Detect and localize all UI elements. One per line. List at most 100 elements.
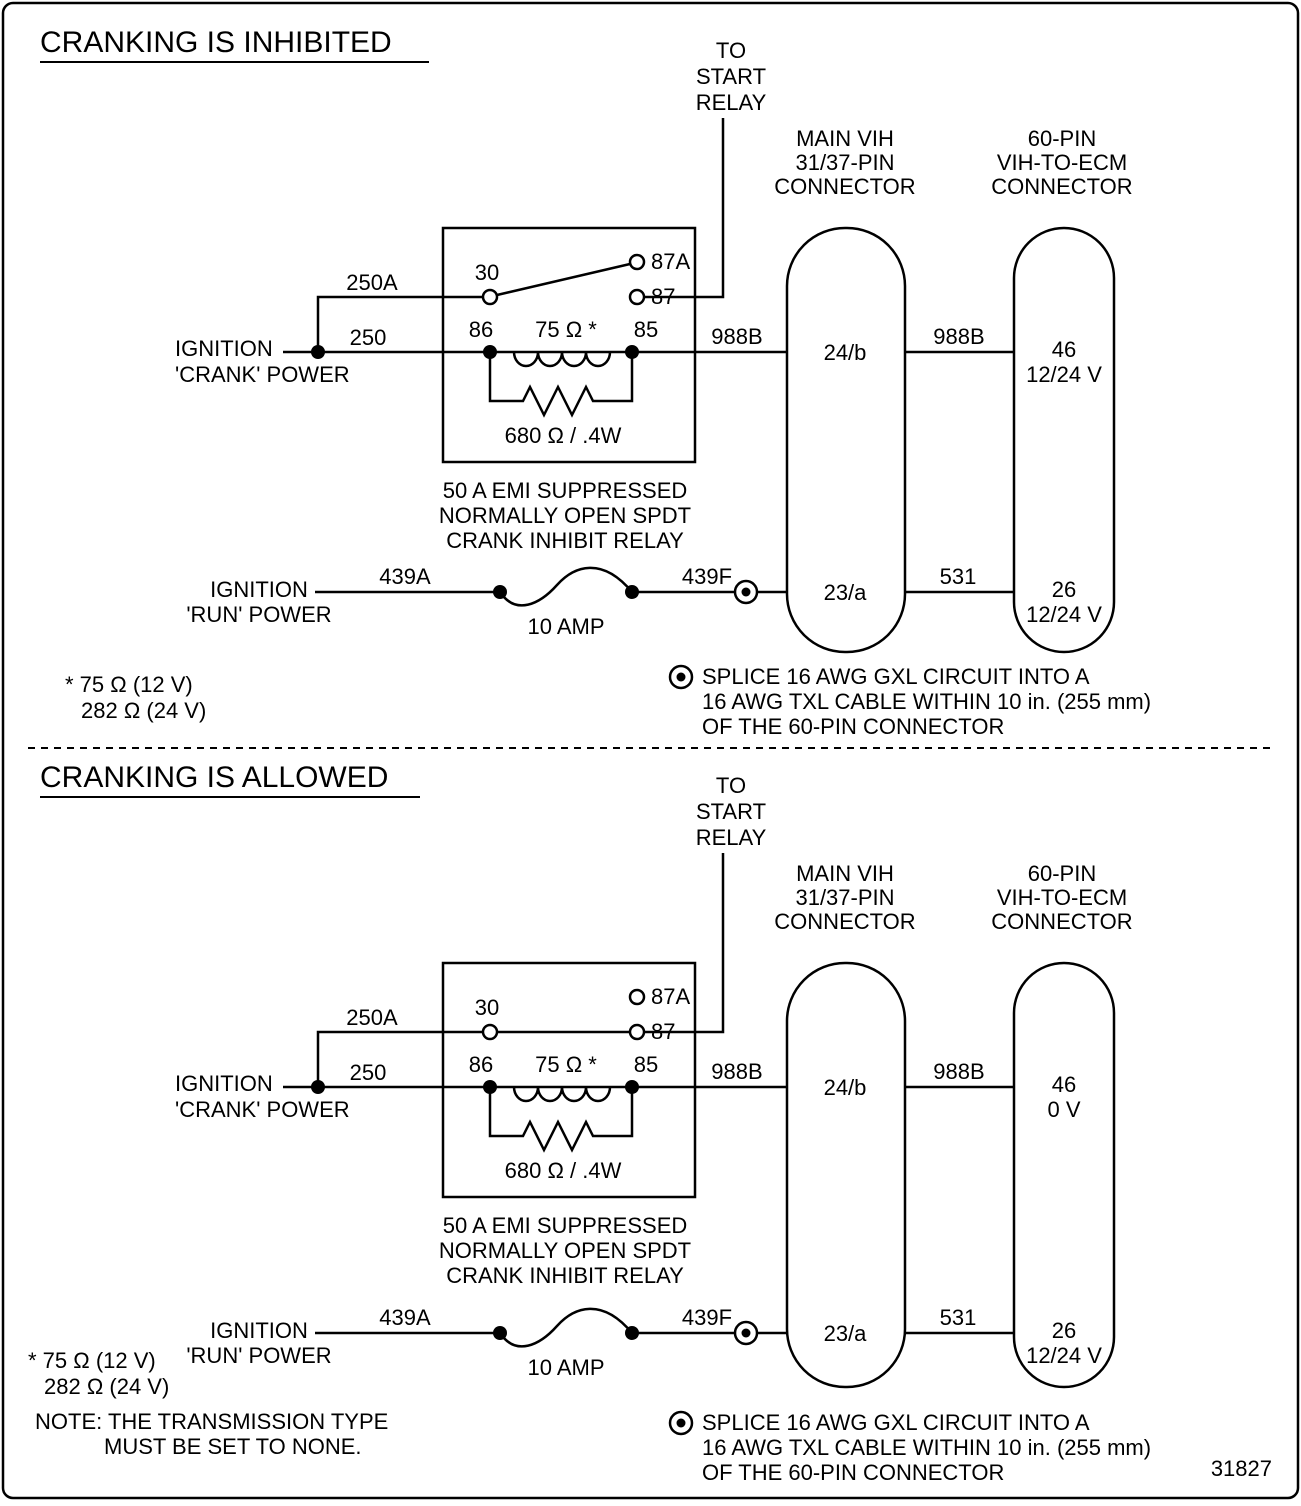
main-vih-connector-label: MAIN VIH 31/37-PIN CONNECTOR bbox=[774, 126, 915, 199]
fuse-rating-label: 10 AMP bbox=[527, 614, 604, 639]
splice-note-line: 16 AWG TXL CABLE WITHIN 10 in. (255 mm) bbox=[702, 1435, 1151, 1460]
connector-label-line: 31/37-PIN bbox=[795, 150, 894, 175]
main-pin-23a-label: 23/a bbox=[824, 580, 868, 605]
relay-coil bbox=[512, 351, 612, 368]
ecm-pin-26-voltage: 12/24 V bbox=[1026, 1343, 1102, 1368]
resistance-footnote: 282 Ω (24 V) bbox=[81, 698, 206, 723]
connector-label-line: CONNECTOR bbox=[991, 909, 1132, 934]
relay-box bbox=[441, 961, 697, 1199]
wire-250a bbox=[316, 1030, 483, 1087]
relay-caption-line: 50 A EMI SUPPRESSED bbox=[443, 1213, 688, 1238]
wire-to-start-relay bbox=[644, 118, 725, 299]
terminal-87-circle bbox=[628, 288, 646, 306]
ignition-run-label: IGNITION bbox=[210, 1318, 308, 1343]
main-vih-connector bbox=[785, 961, 907, 1389]
drawing-number: 31827 bbox=[1211, 1456, 1272, 1481]
terminal-87a-circle bbox=[628, 988, 646, 1006]
coil-value-label: 75 Ω * bbox=[535, 317, 597, 342]
section-cranking-inhibited: CRANKING IS INHIBITED TO STAR bbox=[40, 26, 1151, 739]
main-pin-24b-label: 24/b bbox=[824, 340, 867, 365]
connector-label-line: CONNECTOR bbox=[774, 174, 915, 199]
resistor-value-label: 680 Ω / .4W bbox=[505, 423, 622, 448]
connector-label-line: MAIN VIH bbox=[796, 861, 894, 886]
suppression-resistor bbox=[488, 1087, 634, 1153]
splice-note-line: 16 AWG TXL CABLE WITHIN 10 in. (255 mm) bbox=[702, 689, 1151, 714]
terminal-86-label: 86 bbox=[469, 317, 493, 342]
splice-legend: SPLICE 16 AWG GXL CIRCUIT INTO A 16 AWG … bbox=[668, 1410, 1151, 1485]
splice-note-line: SPLICE 16 AWG GXL CIRCUIT INTO A bbox=[702, 1410, 1090, 1435]
connector-label-line: MAIN VIH bbox=[796, 126, 894, 151]
fuse-dot-left bbox=[493, 1326, 507, 1340]
relay-caption-line: CRANK INHIBIT RELAY bbox=[446, 528, 684, 553]
terminal-85-dot bbox=[625, 1080, 639, 1094]
transmission-note: NOTE: THE TRANSMISSION TYPE bbox=[35, 1409, 388, 1434]
splice-icon-center bbox=[741, 587, 751, 597]
ecm-pin-46-label: 46 bbox=[1052, 1072, 1076, 1097]
wire-250a bbox=[316, 295, 483, 352]
connector-label-line: 31/37-PIN bbox=[795, 885, 894, 910]
connector-label-line: 60-PIN bbox=[1028, 126, 1096, 151]
main-vih-connector-label: MAIN VIH 31/37-PIN CONNECTOR bbox=[774, 861, 915, 934]
connector-label-line: CONNECTOR bbox=[991, 174, 1132, 199]
resistor-value-label: 680 Ω / .4W bbox=[505, 1158, 622, 1183]
terminal-30-circle bbox=[481, 288, 499, 306]
terminal-30-circle bbox=[481, 1023, 499, 1041]
ecm-connector-label: 60-PIN VIH-TO-ECM CONNECTOR bbox=[991, 861, 1132, 934]
to-start-relay-line: RELAY bbox=[696, 825, 767, 850]
resistance-footnote: * 75 Ω (12 V) bbox=[65, 672, 193, 697]
terminal-30-label: 30 bbox=[475, 260, 499, 285]
wire-439a-label: 439A bbox=[379, 564, 431, 589]
terminal-86-label: 86 bbox=[469, 1052, 493, 1077]
ecm-pin-46-voltage: 0 V bbox=[1047, 1097, 1080, 1122]
ecm-connector-label: 60-PIN VIH-TO-ECM CONNECTOR bbox=[991, 126, 1132, 199]
fuse-symbol bbox=[498, 1307, 633, 1348]
splice-note-line: SPLICE 16 AWG GXL CIRCUIT INTO A bbox=[702, 664, 1090, 689]
ecm-pin-26-voltage: 12/24 V bbox=[1026, 602, 1102, 627]
splice-note-line: OF THE 60-PIN CONNECTOR bbox=[702, 1460, 1004, 1485]
ecm-pin-26-label: 26 bbox=[1052, 1318, 1076, 1343]
fuse-dot-left bbox=[493, 585, 507, 599]
relay-caption-line: 50 A EMI SUPPRESSED bbox=[443, 478, 688, 503]
relay-contact-blade bbox=[496, 262, 631, 297]
section-cranking-allowed: CRANKING IS ALLOWED TO START RELAY bbox=[28, 761, 1151, 1485]
to-start-relay-line: START bbox=[696, 64, 766, 89]
terminal-87-label: 87 bbox=[651, 284, 675, 309]
section-title: CRANKING IS INHIBITED bbox=[40, 26, 392, 59]
ecm-pin-46-voltage: 12/24 V bbox=[1026, 362, 1102, 387]
resistance-footnote: * 75 Ω (12 V) bbox=[28, 1348, 156, 1373]
splice-note-line: OF THE 60-PIN CONNECTOR bbox=[702, 714, 1004, 739]
fuse-dot-right bbox=[625, 1326, 639, 1340]
to-start-relay-line: TO bbox=[716, 773, 746, 798]
section-title: CRANKING IS ALLOWED bbox=[40, 761, 388, 794]
ignition-crank-label: IGNITION bbox=[175, 336, 273, 361]
terminal-87a-label: 87A bbox=[651, 984, 690, 1009]
wire-531-label: 531 bbox=[940, 564, 977, 589]
wire-250-label: 250 bbox=[350, 1060, 387, 1085]
to-start-relay-line: TO bbox=[716, 38, 746, 63]
connector-label-line: VIH-TO-ECM bbox=[997, 150, 1127, 175]
junction-dot bbox=[311, 345, 325, 359]
terminal-87-circle bbox=[628, 1023, 646, 1041]
wire-531-label: 531 bbox=[940, 1305, 977, 1330]
splice-icon-center bbox=[676, 1418, 686, 1428]
relay-caption: 50 A EMI SUPPRESSED NORMALLY OPEN SPDT C… bbox=[439, 478, 691, 553]
relay-caption: 50 A EMI SUPPRESSED NORMALLY OPEN SPDT C… bbox=[439, 1213, 691, 1288]
splice-icon-center bbox=[741, 1328, 751, 1338]
terminal-30-label: 30 bbox=[475, 995, 499, 1020]
ecm-pin-26-label: 26 bbox=[1052, 577, 1076, 602]
relay-box bbox=[441, 226, 697, 464]
connector-label-line: CONNECTOR bbox=[774, 909, 915, 934]
relay-caption-line: CRANK INHIBIT RELAY bbox=[446, 1263, 684, 1288]
wire-to-start-relay bbox=[644, 853, 725, 1034]
ignition-run-label: IGNITION bbox=[210, 577, 308, 602]
junction-dot bbox=[311, 1080, 325, 1094]
relay-caption-line: NORMALLY OPEN SPDT bbox=[439, 1238, 691, 1263]
wire-439f-label: 439F bbox=[682, 564, 732, 589]
fuse-symbol bbox=[498, 566, 633, 607]
terminal-85-label: 85 bbox=[634, 1052, 658, 1077]
terminal-86-dot bbox=[483, 1080, 497, 1094]
suppression-resistor bbox=[488, 352, 634, 418]
main-pin-23a-label: 23/a bbox=[824, 1321, 868, 1346]
fuse-rating-label: 10 AMP bbox=[527, 1355, 604, 1380]
